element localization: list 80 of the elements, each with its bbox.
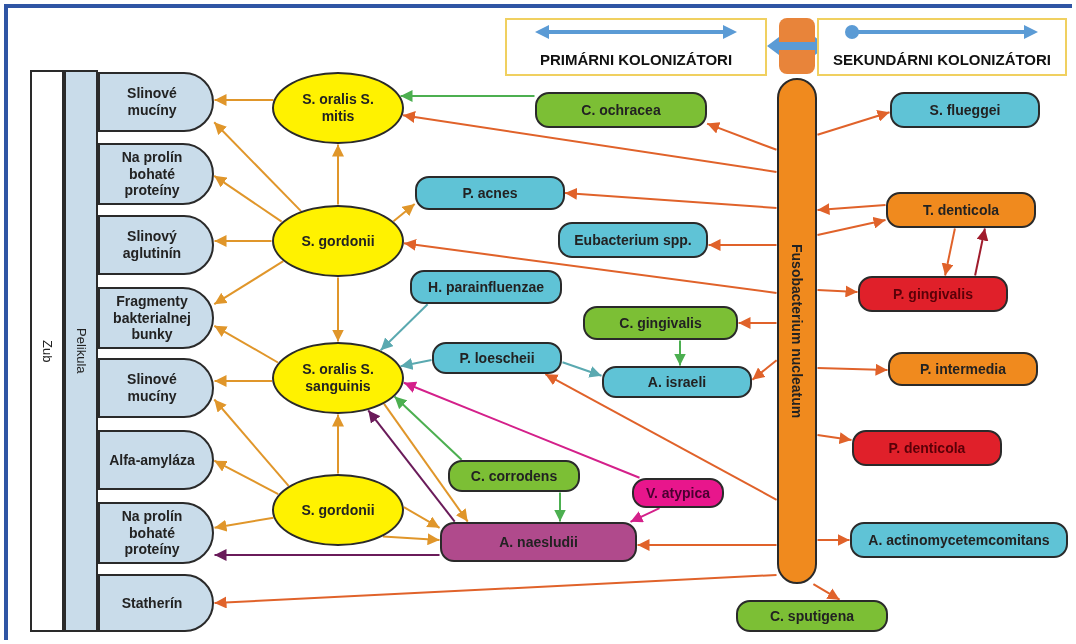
species-box: A. naesludii — [440, 522, 637, 562]
arrow — [974, 227, 989, 277]
receptor-box: Slinové mucíny — [98, 358, 214, 418]
legend-label: PRIMÁRNI KOLONIZÁTORI — [539, 51, 733, 68]
species-box: P. intermedia — [888, 352, 1038, 386]
arrow — [213, 121, 302, 213]
legend-label: SEKUNDÁRNI KOLONIZÁTORI — [832, 51, 1052, 68]
pellicle-band: Pelikula — [64, 70, 98, 632]
species-ellipse: S. oralis S. sanguinis — [272, 342, 404, 414]
arrow — [213, 549, 441, 561]
arrow — [816, 534, 851, 546]
arrow — [816, 285, 859, 298]
arrow — [379, 303, 429, 352]
arrow — [561, 361, 603, 378]
species-box: A. actinomycetemcomitans — [850, 522, 1068, 558]
species-box: C. ochracea — [535, 92, 707, 128]
receptor-box: Alfa-amyláza — [98, 430, 214, 490]
arrow — [402, 506, 441, 529]
species-box: T. denticola — [886, 192, 1036, 228]
arrow — [402, 381, 641, 479]
arrow — [554, 491, 566, 523]
species-box: C. corrodens — [448, 460, 580, 492]
species-box: C. sputigena — [736, 600, 888, 632]
species-ellipse: S. gordonii — [272, 474, 404, 546]
species-ellipse: S. gordonii — [272, 205, 404, 277]
arrow — [629, 507, 661, 523]
arrow — [213, 398, 290, 487]
arrow — [737, 317, 778, 329]
arrow — [213, 375, 273, 387]
species-box: H. parainfluenzae — [410, 270, 562, 304]
arrow — [816, 432, 853, 445]
arrow — [332, 143, 344, 206]
arrow — [812, 583, 841, 601]
arrow — [399, 358, 433, 370]
arrow — [399, 90, 536, 102]
species-box: Eubacterium spp. — [558, 222, 708, 258]
species-box: V. atypica — [632, 478, 724, 508]
receptor-box: Na prolín bohaté proteíny — [98, 143, 214, 205]
receptor-box: Na prolín bohaté proteíny — [98, 502, 214, 564]
arrow — [706, 122, 778, 151]
arrow — [403, 238, 778, 294]
arrow — [332, 413, 344, 475]
species-box: A. israeli — [602, 366, 752, 398]
receptor-box: Fragmenty bakterialnej bunky — [98, 287, 214, 349]
species-box: P. denticola — [852, 430, 1002, 466]
arrow — [393, 395, 463, 461]
receptor-box: Statherín — [98, 574, 214, 632]
arrow — [213, 174, 283, 223]
arrow — [213, 516, 275, 532]
arrow — [213, 324, 279, 364]
arrow — [544, 373, 778, 501]
species-box: S. flueggei — [890, 92, 1040, 128]
arrow — [816, 363, 889, 376]
arrow — [816, 110, 891, 136]
arrow — [816, 216, 887, 236]
arrow — [402, 111, 778, 173]
arrow — [816, 203, 887, 216]
arrow — [636, 539, 778, 551]
arrow — [213, 260, 285, 306]
arrow — [213, 574, 778, 609]
arrow — [392, 202, 416, 223]
arrow — [941, 227, 956, 277]
receptor-box: Slinové mucíny — [98, 72, 214, 132]
arrow — [751, 359, 778, 381]
species-box: P. acnes — [415, 176, 565, 210]
arrow — [674, 339, 686, 367]
arrow — [707, 239, 778, 251]
species-box: P. loescheii — [432, 342, 562, 374]
species-ellipse: S. oralis S. mitis — [272, 72, 404, 144]
arrow — [383, 402, 469, 523]
species-box: C. gingivalis — [583, 306, 738, 340]
tooth-band: Zub — [30, 70, 64, 632]
arrow — [213, 94, 275, 106]
arrow — [564, 187, 778, 209]
arrow — [213, 235, 273, 247]
arrow — [332, 276, 344, 343]
arrow — [382, 533, 441, 546]
receptor-box: Slinový aglutinín — [98, 215, 214, 275]
species-box: P. gingivalis — [858, 276, 1008, 312]
species-bar: Fusobacterium nucleatum — [777, 78, 817, 584]
